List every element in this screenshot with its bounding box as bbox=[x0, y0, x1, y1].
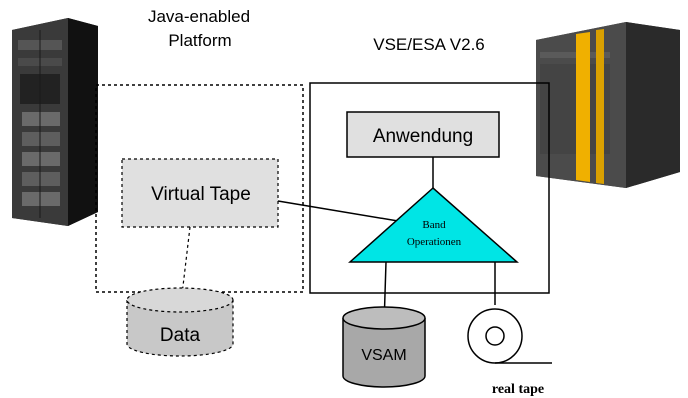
real-tape-label: real tape bbox=[492, 382, 544, 397]
virtual-tape-box bbox=[121, 158, 279, 228]
data-cylinder bbox=[126, 287, 234, 357]
left-server-image bbox=[12, 18, 98, 226]
tape-operations-label-line2: Operationen bbox=[407, 236, 462, 248]
application-box bbox=[346, 111, 500, 158]
right-region-label: VSE/ESA V2.6 bbox=[373, 35, 485, 54]
application-box-label: Anwendung bbox=[373, 126, 473, 147]
virtual-tape-label: Virtual Tape bbox=[151, 184, 251, 205]
left-region-label-line1: Java-enabled bbox=[148, 7, 250, 26]
connector-virtual-tape-to-data bbox=[180, 226, 191, 304]
vse-region bbox=[309, 82, 550, 294]
tape-operations-triangle bbox=[348, 186, 519, 263]
left-region-label-line2: Platform bbox=[168, 31, 231, 50]
data-cylinder-label: Data bbox=[160, 325, 201, 346]
vsam-cylinder-label: VSAM bbox=[361, 347, 406, 364]
tape-operations-label-line1: Band bbox=[422, 219, 446, 231]
real-tape-reel-icon bbox=[467, 308, 552, 364]
vsam-cylinder bbox=[342, 306, 426, 388]
right-server-image bbox=[536, 22, 680, 188]
connector-virtual-tape-to-tape-ops bbox=[277, 200, 405, 223]
